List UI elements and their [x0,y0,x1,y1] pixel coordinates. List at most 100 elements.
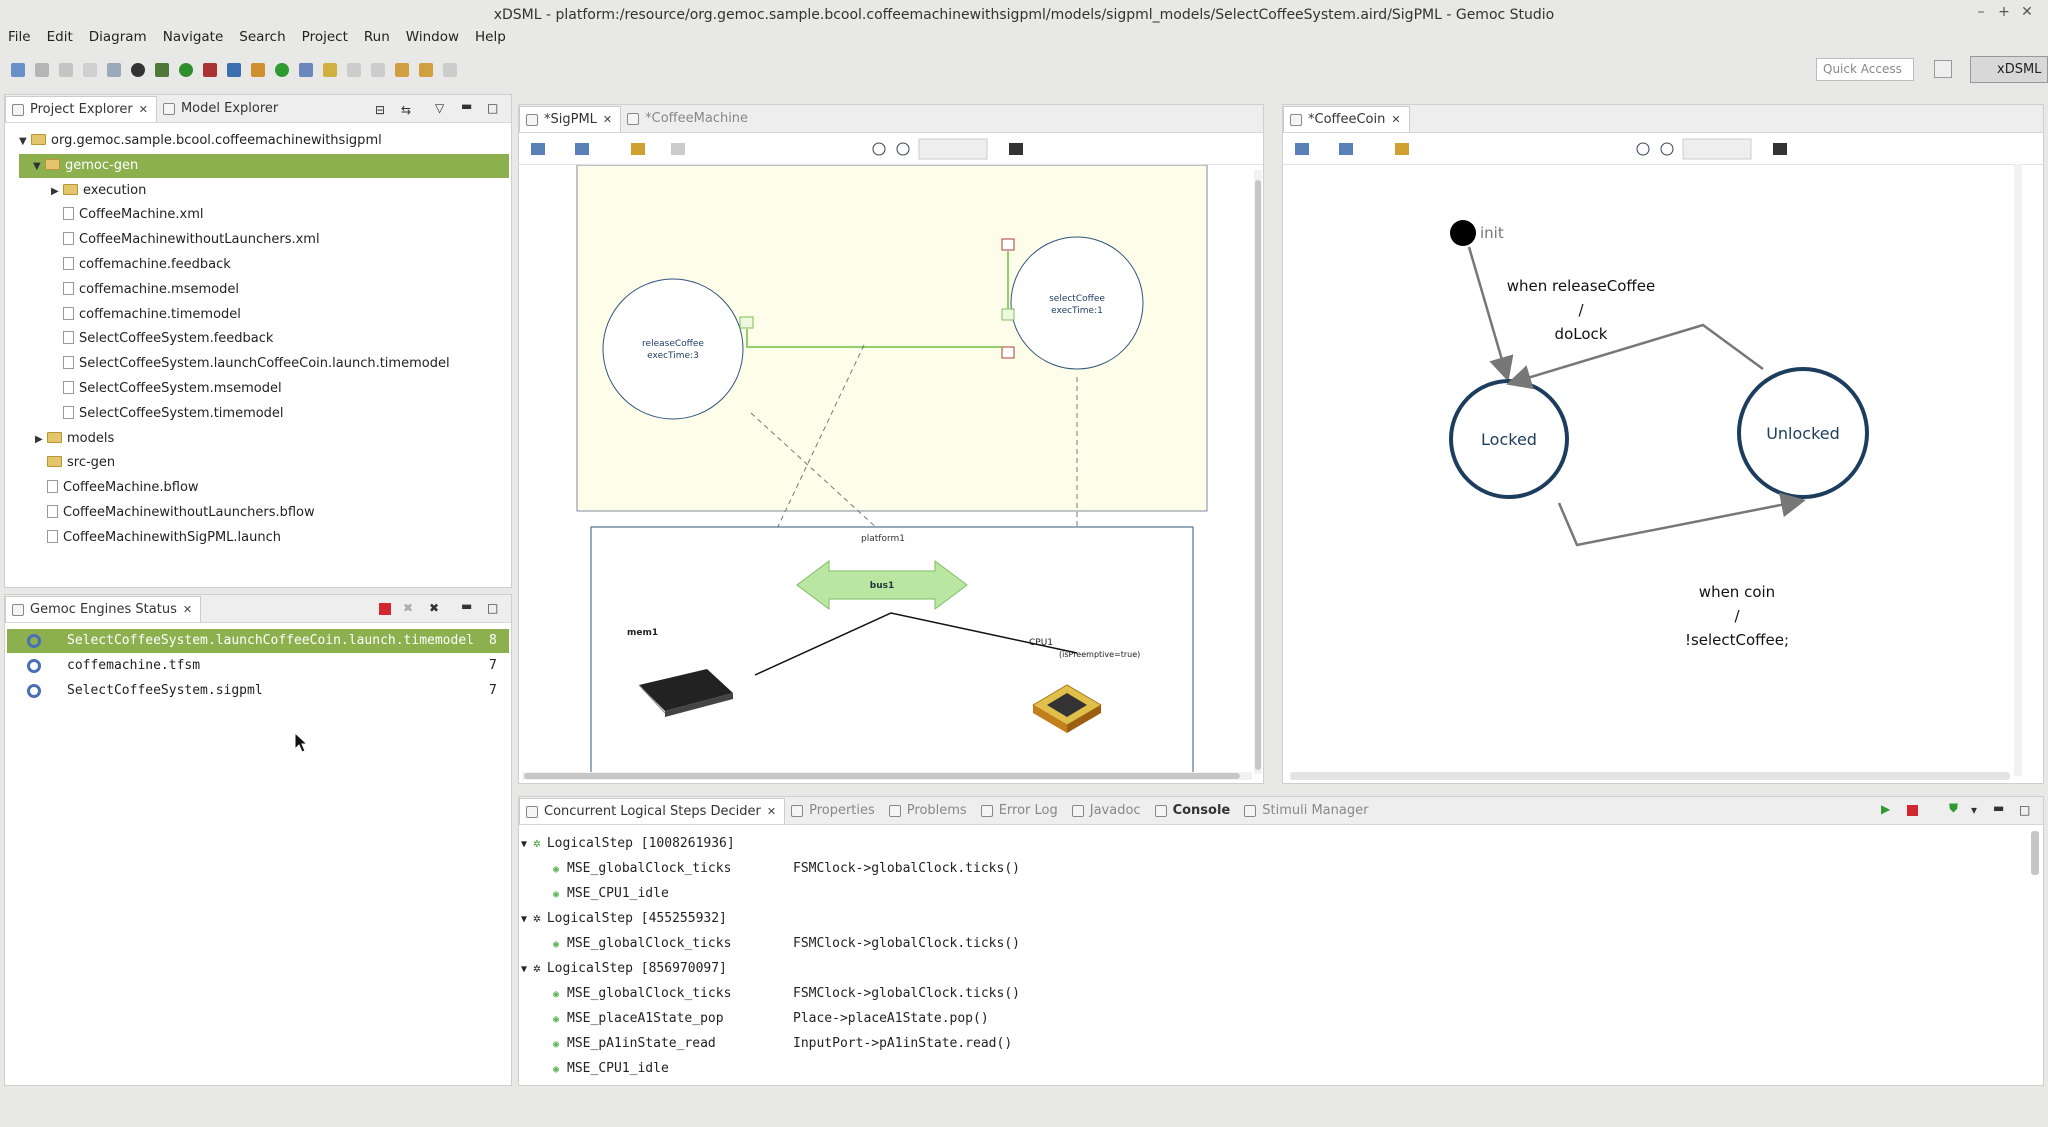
stop-engine-icon[interactable] [379,603,391,615]
tree-item[interactable]: coffemachine.timemodel [13,303,241,327]
remove-all-engines-icon[interactable]: ✖ [429,601,439,615]
expanded-arrow-icon[interactable]: ▼ [33,155,45,179]
tab-coffeemachine[interactable]: *CoffeeMachine [621,106,756,132]
refresh-icon[interactable] [631,143,645,155]
tree-item[interactable]: CoffeeMachinewithoutLaunchers.xml [13,228,320,252]
print-icon[interactable] [83,63,97,77]
tab-properties[interactable]: Properties [785,798,883,824]
tree-item[interactable]: ▼org.gemoc.sample.bcool.coffeemachinewit… [13,129,382,153]
tree-item[interactable]: ▶models [13,427,114,451]
new-class-icon[interactable] [275,63,289,77]
view-menu-icon[interactable]: ▽ [435,101,444,115]
horizontal-scrollbar[interactable] [1290,772,2010,780]
maximize-view-icon[interactable]: □ [2019,803,2030,817]
tab-sigpml[interactable]: *SigPML✕ [519,106,621,132]
open-type-icon[interactable] [299,63,313,77]
tree-item[interactable]: SelectCoffeeSystem.feedback [13,327,273,351]
minimize-icon[interactable]: – [1970,4,1992,20]
external-tools-icon[interactable] [203,63,217,77]
mse-row[interactable]: ◉MSE_globalClock_ticksFSMClock->globalCl… [553,931,731,956]
ecore-icon[interactable] [131,63,145,77]
close-icon[interactable]: ✕ [767,805,776,818]
prev-annotation-icon[interactable] [371,63,385,77]
scrollbar-thumb[interactable] [524,773,1240,779]
transition-coin[interactable] [1559,501,1801,545]
logical-step-row[interactable]: ▼✲LogicalStep [1008261936] [521,831,735,856]
tab-model-explorer[interactable]: Model Explorer [157,96,286,122]
vertical-scrollbar[interactable] [2014,164,2022,776]
new-icon[interactable] [11,63,25,77]
zoom-in-icon[interactable] [1637,143,1649,155]
minimize-view-icon[interactable]: ▬ [461,599,472,613]
remove-engine-icon[interactable]: ✖ [403,601,413,615]
menu-run[interactable]: Run [356,26,398,50]
tree-item[interactable]: coffemachine.feedback [13,253,231,277]
logical-step-row[interactable]: ▼✲LogicalStep [856970097] [521,956,727,981]
menu-edit[interactable]: Edit [39,26,81,50]
tree-item[interactable]: SelectCoffeeSystem.msemodel [13,377,282,401]
mse-row[interactable]: ◉MSE_CPU1_idle [553,881,669,906]
menu-search[interactable]: Search [231,26,293,50]
back-icon[interactable] [419,63,433,77]
save-all-icon[interactable] [59,63,73,77]
open-perspective-icon[interactable] [1934,60,1952,78]
properties-icon[interactable] [107,63,121,77]
collapse-all-icon[interactable]: ⊟ [375,103,385,117]
expanded-arrow-icon[interactable]: ▼ [19,130,31,154]
new-java-project-icon[interactable] [227,63,241,77]
refresh-icon[interactable] [1395,143,1409,155]
close-icon[interactable]: ✕ [1391,113,1400,126]
expanded-arrow-icon[interactable]: ▼ [521,839,527,850]
tree-item[interactable]: SelectCoffeeSystem.timemodel [13,402,284,426]
expanded-arrow-icon[interactable]: ▼ [521,914,527,925]
stop-icon[interactable] [1907,805,1918,816]
xdsml-perspective-button[interactable]: xDSML [1970,56,2048,83]
view-menu-icon[interactable]: ▾ [1971,803,1977,817]
engine-row[interactable]: SelectCoffeeSystem.launchCoffeeCoin.laun… [7,629,509,653]
close-icon[interactable]: ✕ [603,113,612,126]
tab-gemoc-engines-status[interactable]: Gemoc Engines Status✕ [5,596,201,622]
tree-item[interactable]: CoffeeMachine.bflow [13,476,199,500]
engine-row[interactable]: SelectCoffeeSystem.sigpml7 [7,679,509,703]
close-icon[interactable]: ✕ [183,603,192,616]
shield-icon[interactable]: ⛊ [1949,801,1958,816]
next-annotation-icon[interactable] [347,63,361,77]
initial-transition[interactable] [1469,247,1507,377]
menu-project[interactable]: Project [294,26,356,50]
close-icon[interactable]: ✕ [139,103,148,116]
tab-concurrent-logical-steps-decider[interactable]: Concurrent Logical Steps Decider✕ [519,798,785,824]
menu-window[interactable]: Window [398,26,467,50]
input-port[interactable] [1002,309,1014,320]
menu-navigate[interactable]: Navigate [155,26,232,50]
output-port[interactable] [740,317,753,328]
select-icon[interactable] [575,143,589,155]
tree-item[interactable]: ▶execution [13,179,146,203]
tab-stimuli-manager[interactable]: Stimuli Manager [1238,798,1376,824]
export-image-icon[interactable] [1009,143,1023,155]
maximize-view-icon[interactable]: □ [487,601,498,615]
tree-item[interactable]: CoffeeMachine.xml [13,203,204,227]
mse-row[interactable]: ◉MSE_globalClock_ticksFSMClock->globalCl… [553,856,731,881]
tab-console[interactable]: Console [1149,798,1239,824]
port-top[interactable] [1002,239,1014,250]
search-icon[interactable] [323,63,337,77]
export-image-icon[interactable] [1773,143,1787,155]
engine-row[interactable]: coffemachine.tfsm7 [7,654,509,678]
scrollbar-thumb[interactable] [2031,831,2039,875]
agent-release-coffee[interactable] [603,279,743,419]
play-icon[interactable]: ▶ [1881,802,1890,816]
tree-item[interactable]: src-gen [13,451,115,475]
run-icon[interactable] [179,63,193,77]
layer-icon[interactable] [671,143,685,155]
collapsed-arrow-icon[interactable]: ▶ [35,428,47,452]
tab-coffeecoin[interactable]: *CoffeeCoin✕ [1283,106,1410,132]
tab-javadoc[interactable]: Javadoc [1066,798,1149,824]
save-icon[interactable] [35,63,49,77]
tree-item[interactable]: ▼gemoc-gen [19,154,509,178]
logical-step-row[interactable]: ▼✲LogicalStep [455255932] [521,906,727,931]
arrange-icon[interactable] [531,143,545,155]
zoom-out-icon[interactable] [897,143,909,155]
link-editor-icon[interactable]: ⇆ [401,103,411,117]
expanded-arrow-icon[interactable]: ▼ [521,964,527,975]
port-bottom[interactable] [1002,347,1014,358]
